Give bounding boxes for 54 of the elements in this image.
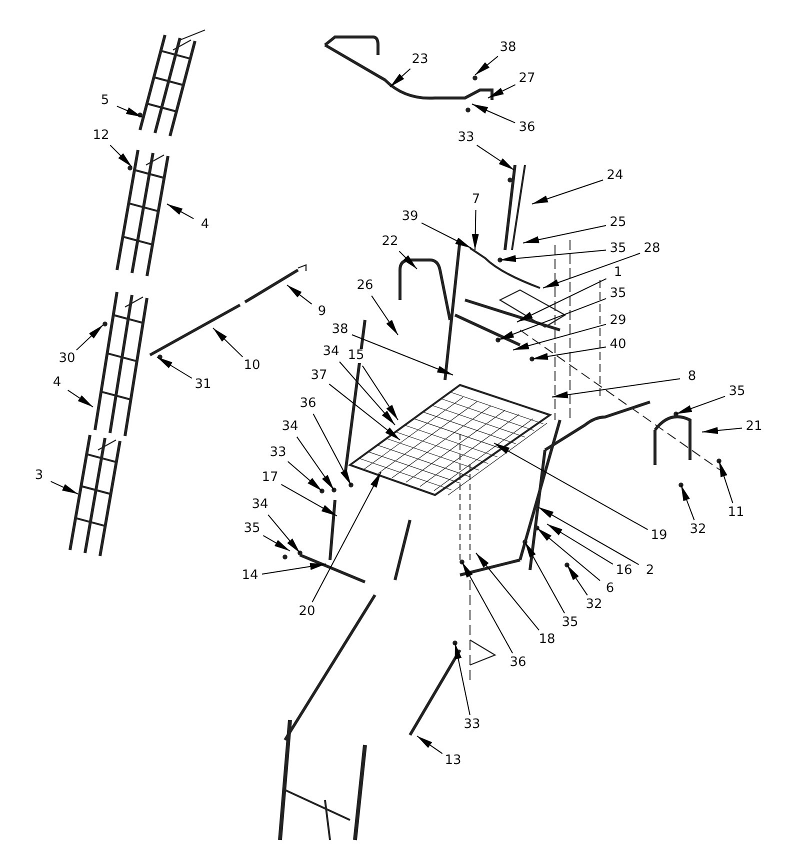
leader-line [312,413,352,486]
leader-line [280,484,338,516]
leader-line [156,356,192,379]
leader-line [398,250,418,270]
callout-number: 15 [346,349,366,363]
leader-line [488,84,516,98]
leader-line [371,295,398,336]
leader-line [472,104,516,124]
leader-line [166,204,194,220]
leader-line [476,144,514,170]
leader-line [362,365,398,420]
leader-line [500,250,606,262]
leader-line [538,506,640,566]
leader-line [552,378,680,398]
leader-line [494,442,648,530]
leader-line [532,180,604,204]
leader-line [286,284,312,305]
leader-line [296,436,334,490]
leader-line [536,528,601,582]
leader-line [676,396,726,414]
leader-line [328,384,400,440]
leader-line [110,144,132,168]
leader-line [339,361,396,426]
leader-line [268,514,300,554]
leader-line [312,472,382,603]
leader-line [566,564,588,596]
leader-line [546,524,614,565]
leader-line [351,334,454,376]
leader-line [262,563,326,575]
leader-line [718,460,734,504]
leader-line [462,562,514,654]
leader-line [50,480,78,494]
leader-line [542,252,641,288]
leader-line [67,390,94,408]
leader-line [680,484,695,521]
leader-line [76,324,104,351]
leader-line [262,535,290,552]
leader-line [287,461,322,492]
leader-line [522,225,607,244]
leader-line [212,328,244,358]
leader-line [512,324,607,350]
leader-line [421,222,472,248]
leader-line [390,68,411,88]
leader-line [516,278,607,322]
leader-line [416,736,443,754]
leader-line [702,426,742,434]
leader-line [524,542,566,614]
leader-line [474,56,498,76]
leader-line [454,642,470,716]
leader-line [476,552,540,631]
leader-line [498,298,607,340]
leader-line [116,106,142,118]
leader-line [532,346,607,360]
leader-line [472,210,479,250]
